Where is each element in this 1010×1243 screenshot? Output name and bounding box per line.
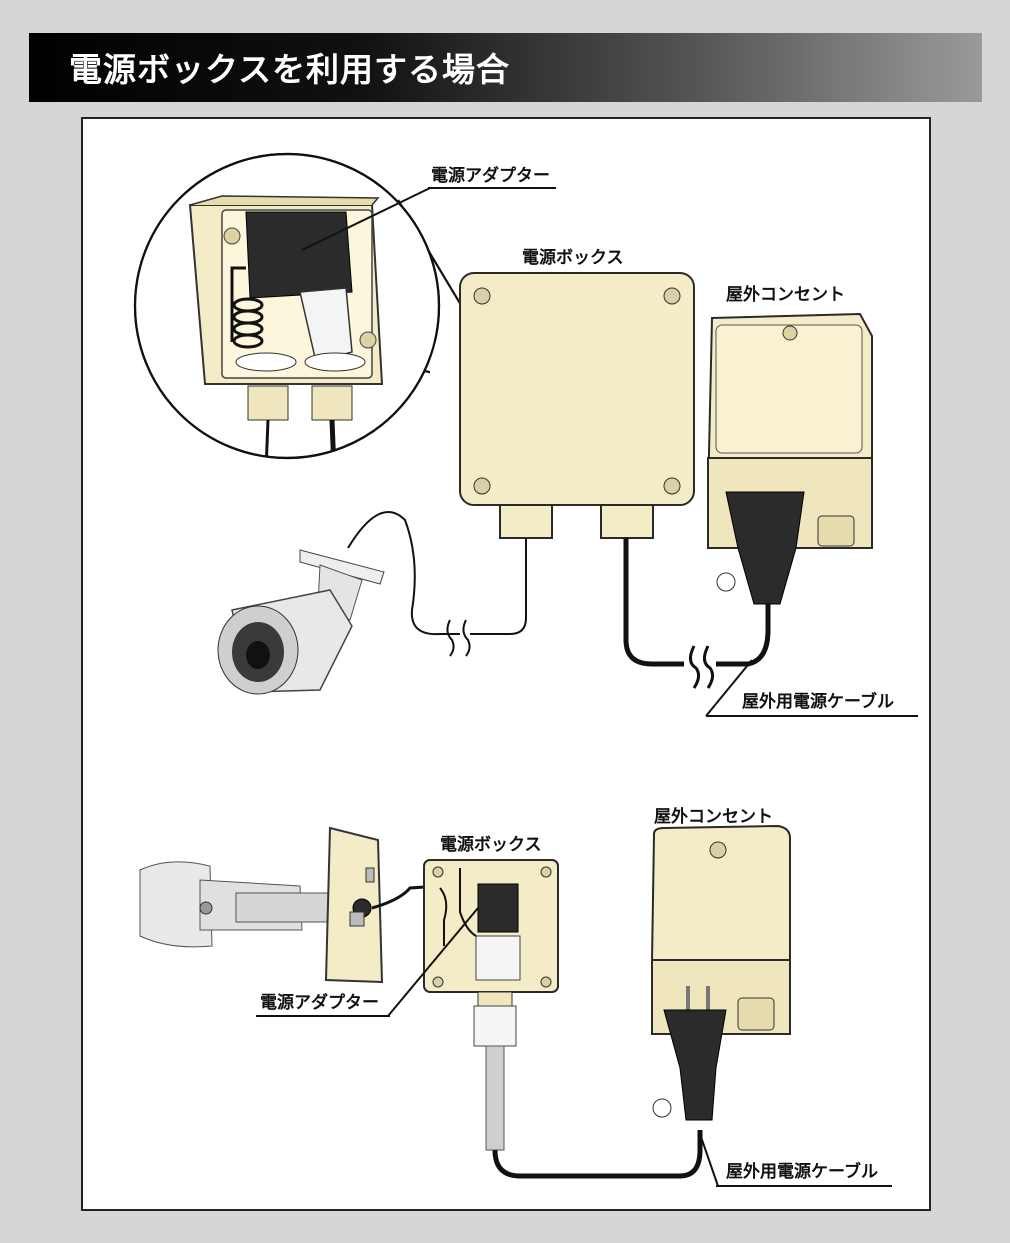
break-mark xyxy=(446,619,455,657)
label-power-box-top: 電源ボックス xyxy=(522,247,624,268)
title-banner: 電源ボックスを利用する場合 xyxy=(29,33,982,102)
zoom-callout xyxy=(133,152,515,460)
label-callout-adapter: 電源アダプター xyxy=(431,165,550,186)
power-box-bottom xyxy=(423,859,559,993)
adapter-leader-line xyxy=(301,187,431,251)
outdoor-cable-bottom xyxy=(492,1130,703,1179)
camera-top xyxy=(217,549,385,695)
label-power-box-bottom: 電源ボックス xyxy=(440,834,542,855)
label-adapter-bottom: 電源アダプター xyxy=(260,992,379,1013)
page-title: 電源ボックスを利用する場合 xyxy=(69,50,511,89)
label-outdoor-cable-top: 屋外用電源ケーブル xyxy=(742,691,894,712)
outdoor-outlet-top xyxy=(706,312,873,605)
conduit xyxy=(473,991,517,1151)
outdoor-cable-top xyxy=(623,538,684,667)
outdoor-outlet-bottom xyxy=(650,824,791,1121)
power-box-top xyxy=(459,272,695,539)
camera-bottom xyxy=(139,861,331,948)
label-outdoor-outlet-bottom: 屋外コンセント xyxy=(654,806,773,827)
camera-mount-plate xyxy=(324,826,384,984)
camera-cable-top xyxy=(347,511,460,636)
adapter-leader-bottom xyxy=(387,907,479,1017)
label-outdoor-cable-bottom: 屋外用電源ケーブル xyxy=(726,1161,878,1182)
cable-leader-bottom xyxy=(699,1133,719,1187)
label-outdoor-outlet-top: 屋外コンセント xyxy=(726,284,845,305)
